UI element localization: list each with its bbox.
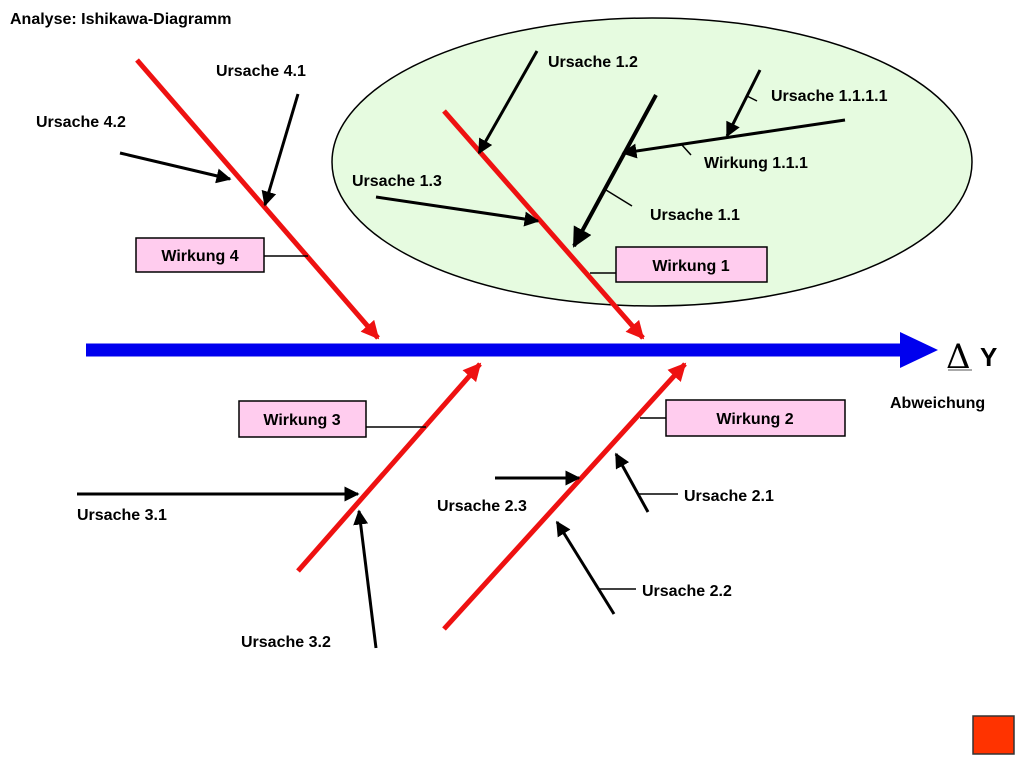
label-ursache-4-2: Ursache 4.2 xyxy=(36,114,126,131)
label-ursache-1-2: Ursache 1.2 xyxy=(548,54,638,71)
arrow-ursache-4-1 xyxy=(261,93,300,207)
label-wirkung-1-1-1: Wirkung 1.1.1 xyxy=(704,155,808,172)
label-ursache-1-1-1-1: Ursache 1.1.1.1 xyxy=(771,88,888,105)
diagram-title: Analyse: Ishikawa-Diagramm xyxy=(10,11,231,28)
label-ursache-3-2: Ursache 3.2 xyxy=(241,634,331,651)
label-ursache-2-2: Ursache 2.2 xyxy=(642,583,732,600)
arrow-ursache-3-2 xyxy=(353,509,378,649)
arrow-ursache-2-1 xyxy=(614,452,650,513)
arrow-ursache-1-1-1-1 xyxy=(725,69,762,138)
bone-2 xyxy=(442,362,687,631)
box-wirkung-1: Wirkung 1 xyxy=(615,246,768,283)
effect-caption: Abweichung xyxy=(890,395,985,412)
bone-4 xyxy=(135,58,380,340)
label-ursache-1-3: Ursache 1.3 xyxy=(352,173,442,190)
delta-symbol: Δ xyxy=(946,337,971,377)
sub-bone-1-1 xyxy=(572,94,658,248)
label-ursache-3-1: Ursache 3.1 xyxy=(77,507,167,524)
box-label-wirkung-1: Wirkung 1 xyxy=(652,258,729,275)
bone-3 xyxy=(296,362,482,573)
effect-label: Y xyxy=(980,342,997,372)
box-label-wirkung-4: Wirkung 4 xyxy=(161,248,238,265)
bone-1 xyxy=(442,109,645,340)
slide-nav-button[interactable] xyxy=(972,715,1015,755)
label-ursache-2-3: Ursache 2.3 xyxy=(437,498,527,515)
leader-ursache-1-1 xyxy=(605,189,633,207)
leader-ursache-1-1-1-1 xyxy=(746,95,758,102)
arrow-ursache-1-3 xyxy=(375,195,540,227)
arrow-ursache-1-2 xyxy=(477,50,539,155)
box-wirkung-4: Wirkung 4 xyxy=(135,237,265,273)
box-wirkung-2: Wirkung 2 xyxy=(665,399,846,437)
box-label-wirkung-3: Wirkung 3 xyxy=(263,412,340,429)
spine-arrowhead xyxy=(900,332,938,368)
label-ursache-4-1: Ursache 4.1 xyxy=(216,63,306,80)
label-ursache-2-1: Ursache 2.1 xyxy=(684,488,774,505)
arrow-ursache-4-2 xyxy=(119,151,232,184)
label-ursache-1-1: Ursache 1.1 xyxy=(650,207,740,224)
box-label-wirkung-2: Wirkung 2 xyxy=(716,411,793,428)
arrow-ursache-2-2 xyxy=(555,520,616,615)
box-wirkung-3: Wirkung 3 xyxy=(238,400,367,438)
focus-ellipse xyxy=(331,17,973,307)
leader-wirkung-1-1-1 xyxy=(681,144,692,156)
